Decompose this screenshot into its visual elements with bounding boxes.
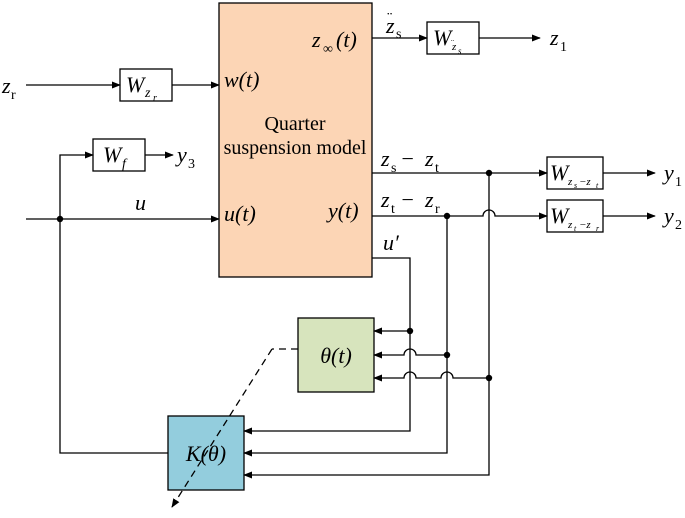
wire-uprime-down [243,257,411,435]
junction-ztzr-theta [443,351,451,359]
junction-zszt-theta [485,374,493,382]
svg-text:z: z [380,187,390,212]
svg-text:z: z [424,187,434,212]
w-zs-minus-zt-block [546,156,604,190]
svg-text:t: t [435,161,439,176]
w-zs-zt-sub2: s [574,181,577,190]
w-zs-ddot-subsub: s [458,46,462,56]
signal-zr-sub: r [11,88,16,103]
w-zs-ddot-label: W [433,25,453,50]
w-zt-zr-sub: z [567,219,573,231]
signal-zr: z [1,73,11,98]
wire-zszt-down [243,173,490,479]
signal-z1: z [549,25,559,50]
w-zr-sub: z [144,86,151,101]
model-output-zinf: (t) [336,27,357,52]
signal-y1-sub: 1 [675,175,682,190]
w-f-sub: f [122,157,128,172]
signal-y2: y [662,203,674,228]
signal-y3-sub: 3 [188,157,195,172]
svg-text:z: z [380,146,390,171]
model-output-y: y(t) [326,198,359,223]
quarter-suspension-model-block [218,2,373,278]
model-input-w: w(t) [224,67,259,92]
theta-label: θ(t) [320,343,352,368]
w-zr-subsub: r [153,93,157,104]
signal-y2-sub: 2 [675,218,682,233]
w-zr-label: W [126,72,146,97]
w-zs-ddot-dots: ¨ [451,38,454,48]
model-output-zinf-z: z [311,27,321,52]
svg-text:−: − [396,187,419,212]
svg-text:z: z [424,146,434,171]
wire-u-to-wf [59,151,94,219]
model-output-zinf-sub: ∞ [323,42,333,57]
signal-zs-ddot: z [385,13,395,38]
svg-text:t: t [391,202,395,217]
w-zs-zt-label: W [550,160,570,185]
svg-text:s: s [391,161,396,176]
w-f-block [92,138,146,172]
wire-k-to-u [59,219,168,454]
signal-y3: y [175,142,187,167]
signal-u-prime: u′ [383,230,400,255]
model-input-u: u(t) [224,201,256,226]
model-title-line2: suspension model [224,137,367,159]
signal-z1-sub: 1 [560,40,567,55]
signal-zt-minus-zr-label: z t − z r [380,187,440,217]
signal-y1: y [662,160,674,185]
w-zr-block [119,68,173,102]
model-title-line1: Quarter [264,113,325,135]
signal-zs-minus-zt-label: z s − z t [380,146,439,176]
signal-u: u [135,190,146,215]
w-f-label: W [103,142,123,167]
w-zs-zt-sub: z [567,176,573,188]
signal-zs-ddot-dots: ¨ [387,10,392,27]
w-zs-ddot-block [426,21,480,55]
signal-zs-ddot-sub: s [396,27,401,42]
wire-zszt-to-theta [373,371,489,382]
wire-ztzr-to-theta [373,348,447,359]
w-zs-zt-sub3: −z [579,176,591,188]
w-zt-zr-sub3: −z [579,219,591,231]
svg-text:−: − [396,146,419,171]
wire-ztzr-down [243,216,448,457]
theta-block [297,317,375,393]
w-zt-zr-label: W [550,203,570,228]
w-zt-zr-sub2: t [574,224,577,233]
w-zs-zt-sub4: t [596,181,599,190]
svg-text:r: r [435,202,440,217]
w-zs-ddot-sub: z [451,41,457,53]
w-zt-zr-sub4: r [596,224,600,233]
